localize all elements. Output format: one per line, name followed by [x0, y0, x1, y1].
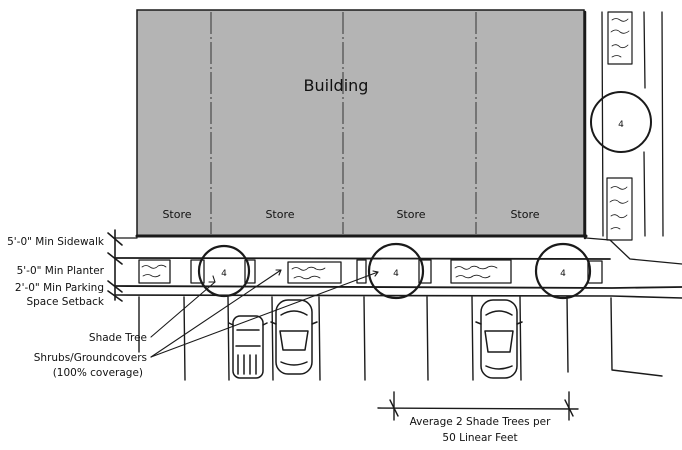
shrub-planter-3: [244, 259, 256, 284]
sidewalk-line: [115, 237, 682, 265]
shrub-planter-1: [138, 259, 171, 284]
planter-top-line: [115, 257, 611, 260]
shrubs-callout-line2: (100% coverage): [53, 367, 143, 379]
dimension-markers: [107, 229, 123, 302]
shrub-planter-6: [418, 259, 432, 284]
shrub-planter-8: [587, 260, 603, 284]
svg-text:4: 4: [221, 269, 227, 279]
side-shade-tree: [590, 91, 652, 153]
shrubs-leader-2: [150, 271, 379, 358]
building: Building Store Store Store Store: [135, 9, 588, 240]
side-planter-top: [607, 11, 633, 65]
car-3: [475, 299, 523, 379]
car-2: [270, 299, 318, 375]
store-dividers: [210, 12, 477, 234]
svg-text:4: 4: [618, 120, 624, 130]
frontage-strip: [115, 237, 682, 299]
planter-bottom-line: [115, 285, 682, 289]
building-label: Building: [304, 76, 369, 95]
shade-tree-1: [197, 244, 251, 298]
shade-tree-leader: [150, 281, 216, 338]
store-label-2: Store: [265, 208, 294, 221]
shrubs-callout-line1: Shrubs/Groundcovers: [34, 352, 147, 364]
store-label-1: Store: [162, 208, 191, 221]
building-footprint: [136, 9, 585, 237]
store-label-4: Store: [510, 208, 539, 221]
planter-shade-trees: 4 4 4: [197, 242, 592, 300]
parking-setback-label-line1: 2'-0" Min Parking: [15, 282, 104, 294]
spacing-label-line2: 50 Linear Feet: [442, 432, 517, 444]
car-1: [228, 315, 268, 379]
shrub-planters: [138, 259, 603, 284]
store-label-3: Store: [396, 208, 425, 221]
shade-tree-3: [534, 242, 592, 300]
shrub-planter-5: [356, 259, 367, 284]
spacing-label-line1: Average 2 Shade Trees per: [410, 416, 552, 428]
parked-cars: [228, 299, 523, 379]
side-street-landscape: 4: [590, 11, 664, 241]
side-planter-bottom: [606, 177, 633, 241]
shrub-planter-2: [190, 259, 205, 284]
shade-tree-2: [367, 242, 425, 300]
parking-stalls: [138, 296, 663, 381]
parking-setback-label-line2: Space Setback: [26, 296, 104, 308]
shrub-planter-7: [450, 259, 512, 284]
svg-text:4: 4: [560, 269, 566, 279]
sidewalk-dimension-label: 5'-0" Min Sidewalk: [7, 236, 105, 248]
callout-leaders: [150, 269, 379, 358]
svg-text:4: 4: [393, 269, 399, 279]
shade-tree-callout: Shade Tree: [89, 332, 147, 344]
planter-dimension-label: 5'-0" Min Planter: [17, 265, 105, 277]
shrubs-leader-1: [150, 269, 282, 358]
tree-spacing-dimension: [377, 391, 579, 421]
shrub-planter-4: [287, 261, 342, 284]
parking-setback-line: [115, 294, 682, 299]
